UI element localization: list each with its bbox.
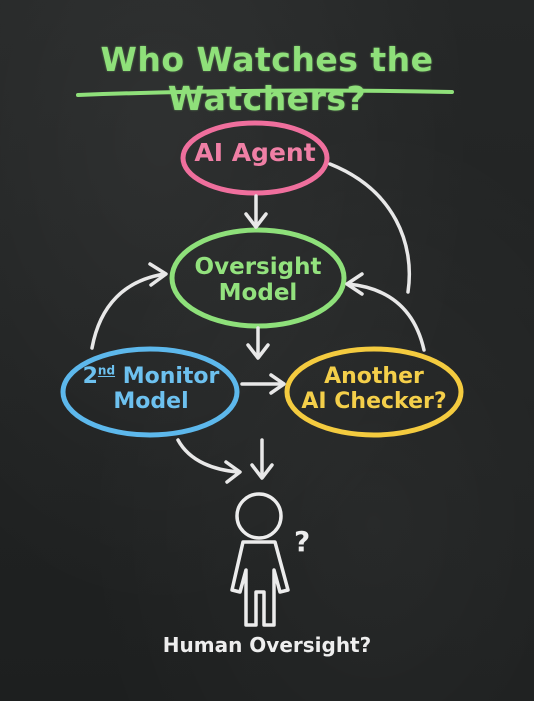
oversight-line-1: Oversight: [194, 254, 322, 280]
human-head: [235, 492, 283, 540]
oversight-model-node: [169, 227, 347, 329]
ai-agent-node: [180, 120, 330, 196]
arrow-monitor-to-oversight: [90, 272, 167, 350]
arrow-monitor-to-human: [176, 438, 240, 474]
title-underline: [76, 88, 454, 97]
arrowhead-checker-to-oversight: [345, 272, 364, 296]
monitor-ordinal-number: 2: [82, 364, 98, 389]
human-question-mark: ?: [294, 525, 311, 558]
monitor-ordinal-suffix: nd: [97, 363, 116, 378]
monitor-model-node: [60, 346, 240, 438]
human-oversight-label: Human Oversight?: [162, 633, 372, 657]
oversight-model-label: Oversight Model: [168, 254, 348, 307]
human-body: [230, 540, 290, 627]
arrowhead-monitor-to-oversight: [148, 262, 168, 287]
arrow-checker-to-oversight: [346, 282, 426, 352]
checker-node: [284, 346, 464, 438]
monitor-word: Monitor: [115, 364, 220, 389]
checker-label: Another AI Checker?: [288, 364, 460, 415]
arrowhead-center-to-human: [250, 463, 274, 480]
arrowhead-agent-to-oversight: [244, 212, 268, 229]
arrowhead-oversight-down: [246, 343, 270, 360]
monitor-model-label: 2nd Monitor Model: [66, 364, 236, 415]
human-figure: [230, 492, 290, 627]
oversight-line-2: Model: [218, 280, 298, 307]
ai-agent-label: AI Agent: [194, 138, 316, 167]
arrow-agent-loop: [328, 162, 412, 294]
arrowhead-monitor-to-human: [224, 460, 242, 484]
arrowhead-monitor-to-checker: [269, 373, 286, 395]
diagram-title: Who Watches the Watchers?: [100, 40, 434, 118]
monitor-line-2: Model: [113, 389, 189, 415]
monitor-line-1: 2nd Monitor: [66, 364, 236, 389]
checker-line-1: Another: [324, 364, 424, 389]
checker-line-2: AI Checker?: [301, 389, 447, 415]
